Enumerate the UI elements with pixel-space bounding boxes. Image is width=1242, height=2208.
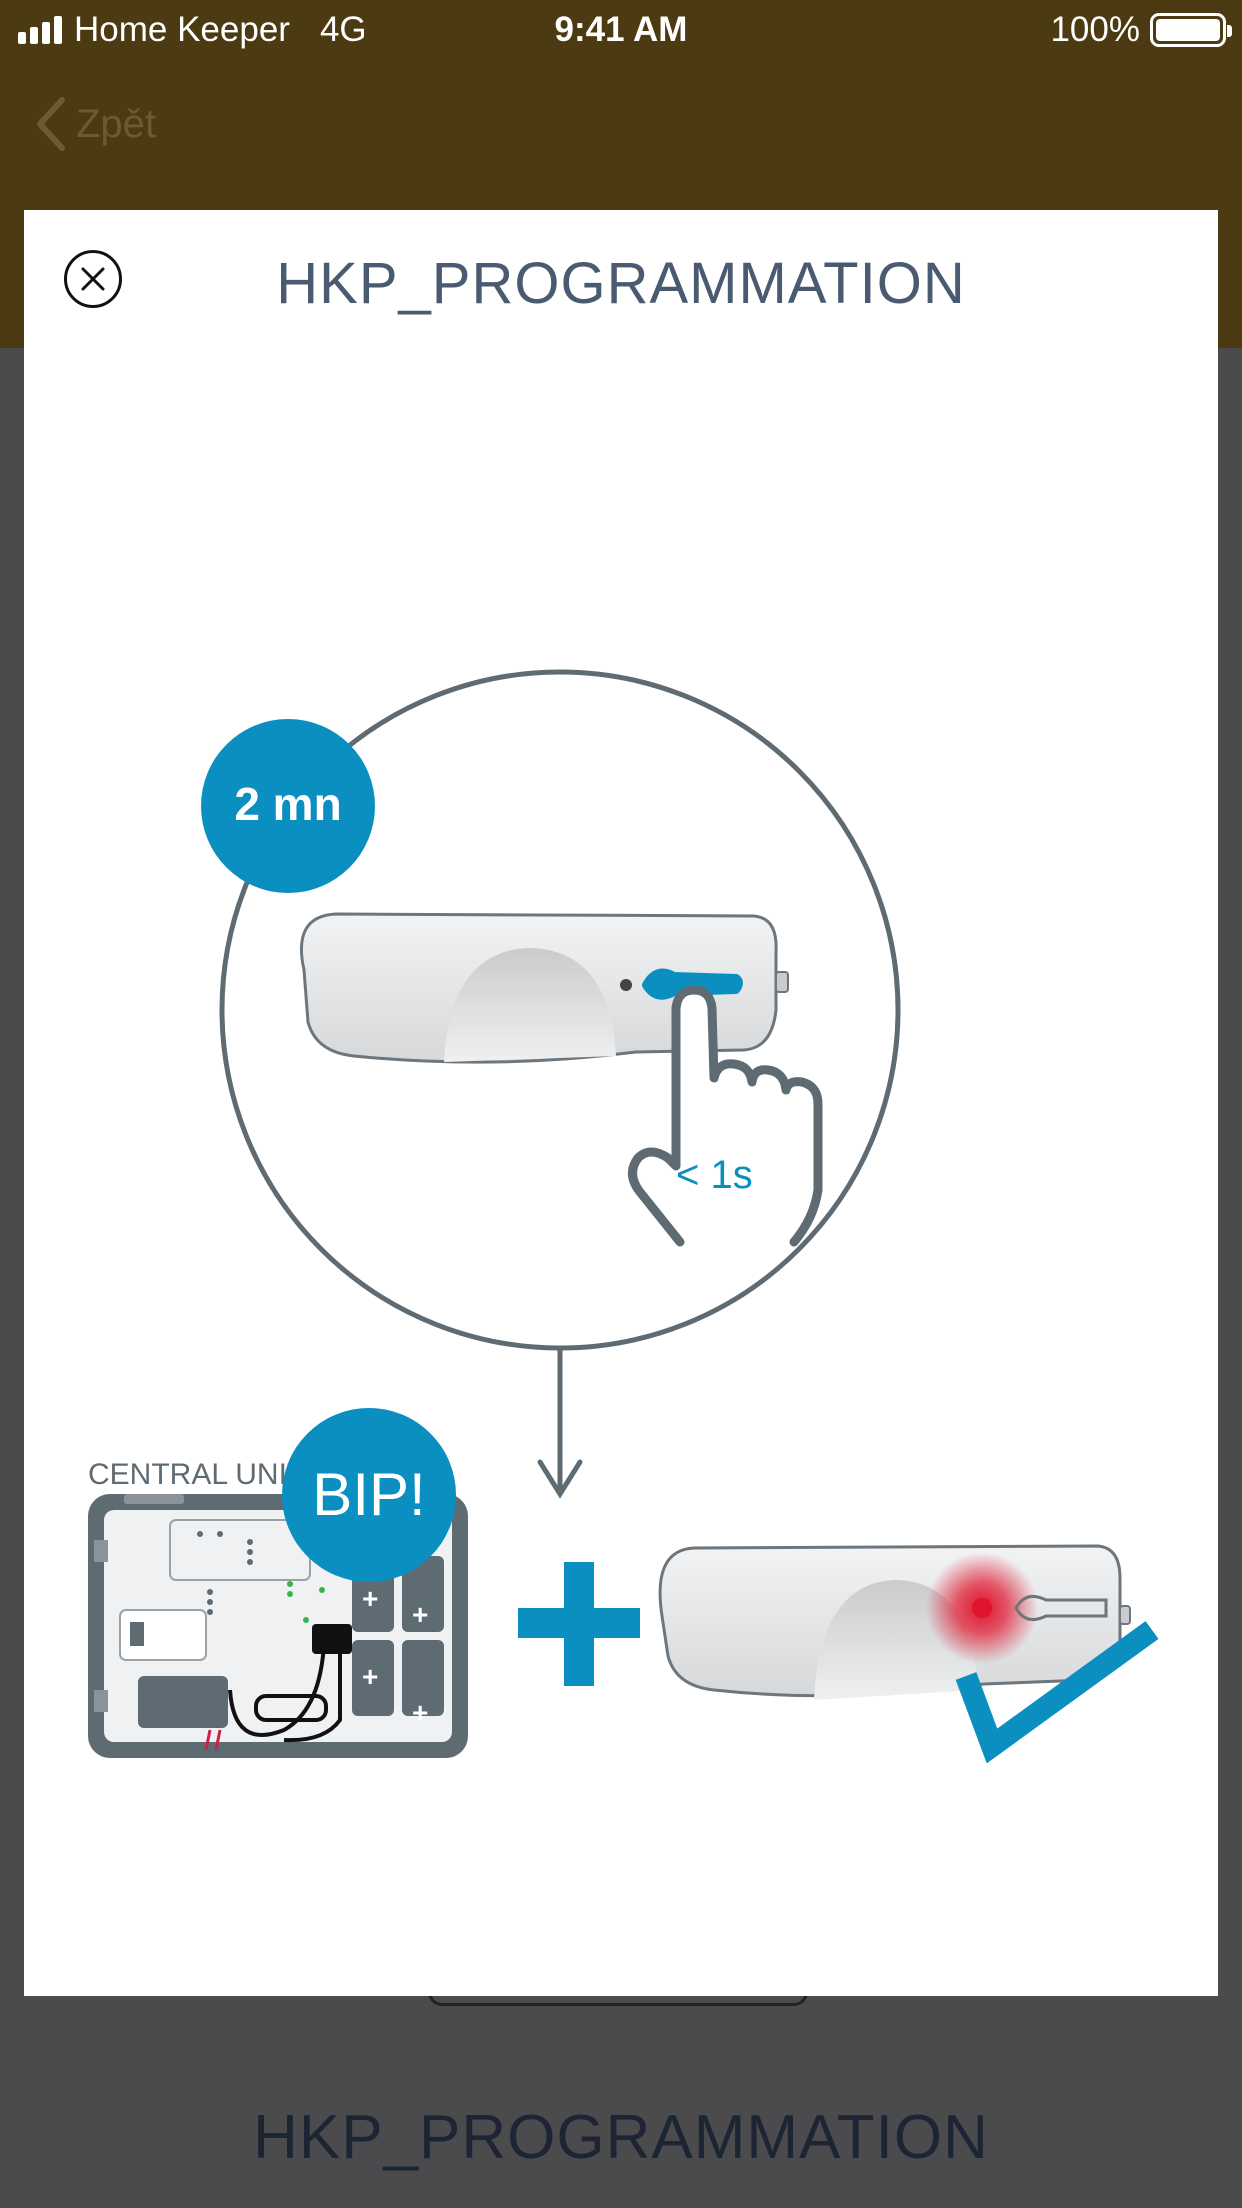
- checkmark-icon: [955, 1621, 1159, 1764]
- close-icon: [81, 267, 105, 291]
- signal-strength-icon: [18, 16, 62, 44]
- modal-dialog: < 1s 2 mn CENTRAL UNIT: [24, 210, 1218, 1996]
- chevron-left-icon: [37, 97, 65, 151]
- beep-badge: [282, 1408, 456, 1582]
- modal-title: HKP_PROGRAMMATION: [276, 251, 966, 316]
- battery-level: [1156, 19, 1220, 41]
- back-button[interactable]: Zpět: [36, 96, 156, 152]
- svg-text:+: +: [412, 1599, 428, 1630]
- arrow-down-icon: [537, 1347, 583, 1499]
- svg-text:+: +: [412, 1697, 428, 1728]
- back-label: Zpět: [76, 101, 157, 146]
- pointing-hand-icon: [628, 985, 823, 1247]
- status-right: 100%: [1050, 10, 1232, 50]
- press-duration-text: < 1s: [676, 1153, 753, 1197]
- programming-illustration: < 1s 2 mn CENTRAL UNIT: [88, 669, 1159, 1764]
- network-type: 4G: [319, 10, 367, 49]
- status-time: 9:41 AM: [554, 10, 688, 49]
- status-left: Home Keeper 4G: [18, 10, 367, 50]
- beep-badge-text: BIP!: [312, 1461, 425, 1528]
- sensor-led-view: [658, 1544, 1131, 1700]
- plus-icon: [518, 1562, 640, 1686]
- svg-text:+: +: [362, 1583, 378, 1614]
- status-bar: Home Keeper 4G 9:41 AM 100%: [0, 0, 1242, 62]
- battery-percent: 100%: [1050, 10, 1140, 49]
- svg-text:+: +: [362, 1661, 378, 1692]
- close-button[interactable]: [64, 250, 122, 308]
- timer-badge-text: 2 mn: [234, 778, 341, 830]
- central-unit-label: CENTRAL UNIT: [88, 1458, 305, 1491]
- sensor-top-view: [299, 912, 789, 1064]
- battery-icon: [1150, 13, 1232, 47]
- carrier-name: Home Keeper: [74, 10, 290, 49]
- background-page-title: HKP_PROGRAMMATION: [253, 2103, 989, 2172]
- timer-badge: [201, 719, 375, 893]
